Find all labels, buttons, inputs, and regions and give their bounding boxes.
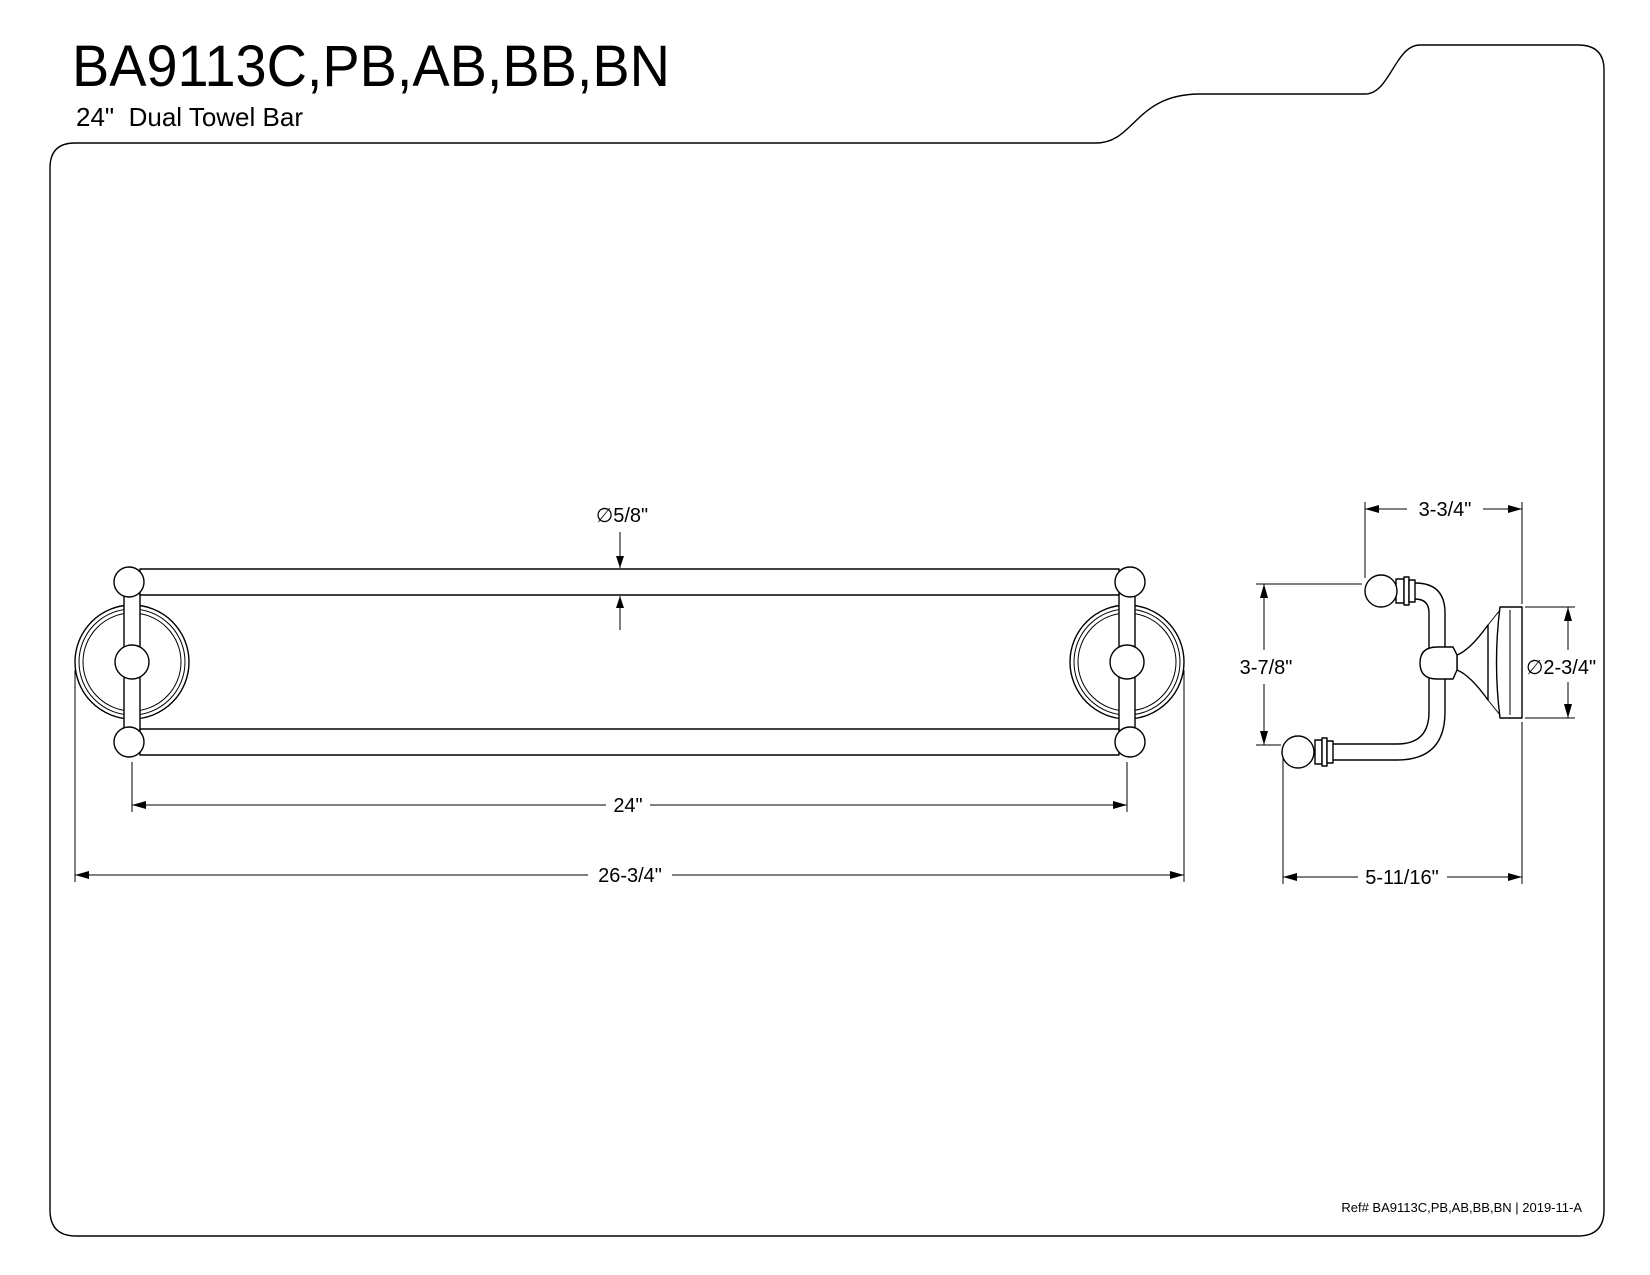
left-top-end-ball	[113, 566, 145, 598]
top-projection-label: 3-3/4"	[1419, 499, 1472, 521]
side-bottom-end-ball	[1281, 735, 1315, 769]
side-view: 3-3/4" 3-7/8" ∅2-3/4"	[1240, 499, 1596, 889]
side-center-boss	[1419, 646, 1458, 680]
product-description: 24" Dual Towel Bar	[76, 102, 303, 132]
side-flange	[1456, 606, 1523, 719]
reference-note: Ref# BA9113C,PB,AB,BB,BN | 2019-11-A	[1341, 1200, 1582, 1215]
front-view: ∅5/8" 24" 26-3/4"	[74, 505, 1185, 887]
center-to-center-dimension	[131, 762, 1128, 812]
lower-towel-bar	[139, 728, 1120, 756]
bar-diameter-label: ∅5/8"	[596, 505, 648, 527]
side-top-end-ball	[1364, 574, 1398, 608]
flange-diameter-dimension	[1525, 606, 1575, 719]
drawing-frame	[49, 44, 1605, 1237]
top-projection-dimension	[1364, 502, 1523, 604]
center-to-center-label: 24"	[613, 795, 642, 817]
bar-spacing-dimension	[1256, 583, 1362, 746]
bottom-projection-label: 5-11/16"	[1365, 867, 1438, 889]
bar-diameter-callout	[616, 532, 624, 630]
flange-diameter-label: ∅2-3/4"	[1526, 657, 1596, 679]
bar-spacing-label: 3-7/8"	[1240, 657, 1293, 679]
bottom-projection-dimension	[1282, 722, 1523, 884]
right-top-end-ball	[1114, 566, 1146, 598]
left-bottom-end-ball	[113, 726, 145, 758]
top-collar	[1395, 576, 1416, 606]
overall-length-label: 26-3/4"	[598, 865, 662, 887]
upper-towel-bar	[139, 568, 1120, 596]
model-number-title: BA9113C,PB,AB,BB,BN	[72, 34, 670, 99]
bottom-collar	[1314, 737, 1334, 767]
left-center-boss	[114, 644, 150, 680]
right-bottom-end-ball	[1114, 726, 1146, 758]
right-center-boss	[1109, 644, 1145, 680]
overall-length-dimension	[74, 670, 1185, 882]
